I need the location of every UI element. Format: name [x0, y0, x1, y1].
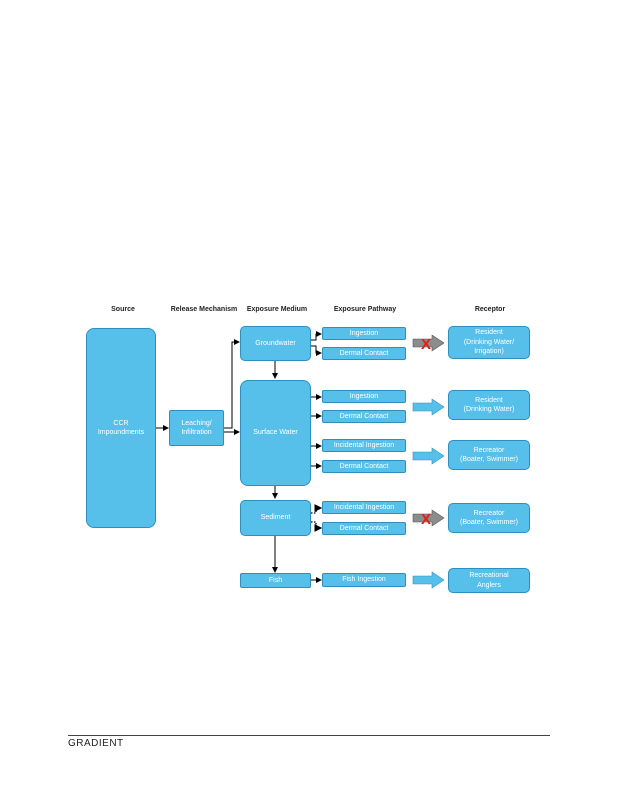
box-receptor-resident-gw: Resident (Drinking Water/ Irrigation): [448, 326, 530, 359]
box-gw-ingestion: Ingestion: [322, 327, 406, 340]
box-sed-incidental-ingestion: Incidental Ingestion: [322, 501, 406, 514]
blocked-arrow-resident-gw: [412, 334, 445, 352]
arrow-anglers: [412, 571, 445, 589]
box-fish-ingestion: Fish Ingestion: [322, 573, 406, 587]
box-sed-dermal-contact: Dermal Contact: [322, 522, 406, 535]
box-sw-ingestion: Ingestion: [322, 390, 406, 403]
box-receptor-recreator-sw: Recreator (Boater, Swimmer): [448, 440, 530, 470]
box-groundwater: Groundwater: [240, 326, 311, 361]
x-marker-resident-gw: X: [421, 336, 431, 353]
box-fish: Fish: [240, 573, 311, 588]
box-receptor-recreator-sed: Recreator (Boater, Swimmer): [448, 503, 530, 533]
box-receptor-resident-sw: Resident (Drinking Water): [448, 390, 530, 420]
gradient-logo: GRADIENT: [68, 738, 124, 749]
box-gw-dermal-contact: Dermal Contact: [322, 347, 406, 360]
box-sw-incidental-ingestion: Incidental Ingestion: [322, 439, 406, 452]
header-exposure-pathway: Exposure Pathway: [333, 306, 397, 313]
footer-rule: [68, 735, 550, 736]
x-marker-recreator-sed: X: [421, 511, 431, 528]
box-leaching-infiltration: Leaching/ Infiltration: [169, 410, 224, 446]
box-sw-dermal-contact-2: Dermal Contact: [322, 460, 406, 473]
connector-gw-ingestion: [311, 331, 322, 341]
box-sediment: Sediment: [240, 500, 311, 536]
box-ccr-impoundments: CCR Impoundments: [86, 328, 156, 528]
arrow-recreator-sw: [412, 447, 445, 465]
header-exposure-medium: Exposure Medium: [246, 306, 308, 313]
box-surface-water: Surface Water: [240, 380, 311, 486]
blocked-arrow-recreator-sed: [412, 509, 445, 527]
connector-sed-dermal: [311, 521, 323, 532]
header-source: Source: [111, 306, 135, 313]
header-receptor: Receptor: [474, 306, 506, 313]
connector-leaching-groundwater: [224, 339, 240, 429]
arrow-resident-sw: [412, 398, 445, 416]
header-release-mechanism: Release Mechanism: [170, 306, 238, 313]
box-receptor-anglers: Recreational Anglers: [448, 568, 530, 593]
connector-gw-dermal: [311, 345, 322, 356]
box-sw-dermal-contact: Dermal Contact: [322, 410, 406, 423]
connector-sed-incidental: [311, 504, 323, 514]
